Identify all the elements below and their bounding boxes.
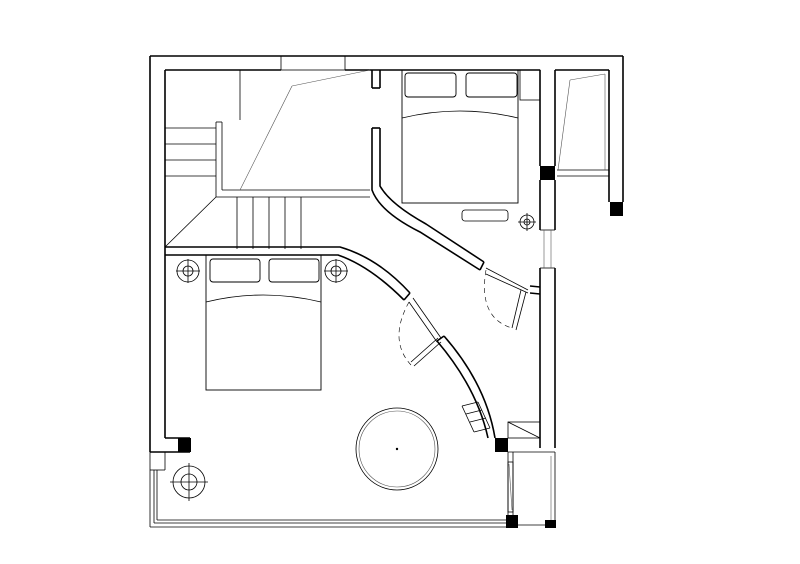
lamp-balcony: [170, 463, 208, 501]
lamp-right: [324, 259, 348, 283]
upper-bed: [401, 69, 541, 231]
lower-bed: [176, 254, 348, 391]
chair: [461, 401, 491, 433]
structural-columns: [178, 166, 623, 528]
staircase: [164, 69, 371, 249]
lamp-upper-bed: [518, 213, 536, 231]
corner-cabinet: [507, 421, 541, 439]
curved-partitions: [165, 70, 541, 439]
doors: [398, 267, 529, 367]
round-table: [355, 407, 439, 491]
lamp-left: [176, 259, 200, 283]
outer-walls: [149, 55, 624, 453]
balcony: [149, 451, 556, 528]
